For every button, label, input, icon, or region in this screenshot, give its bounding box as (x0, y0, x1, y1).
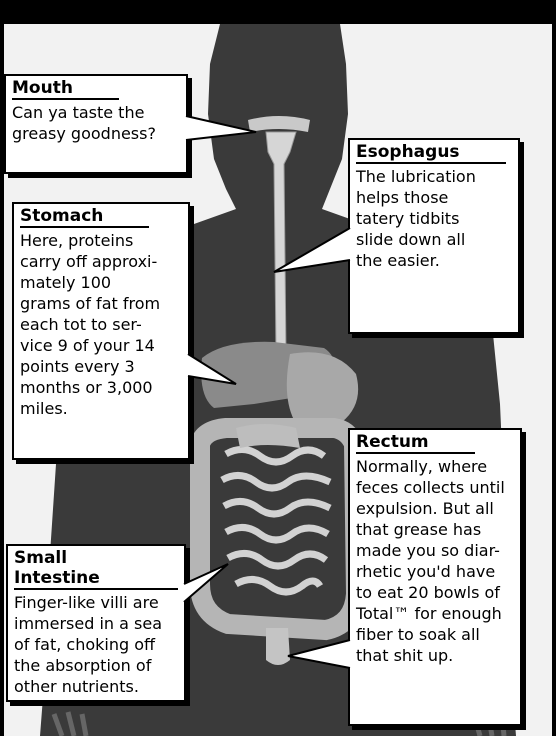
stomach-pointer (188, 354, 236, 384)
small-intestine-pointer (184, 564, 228, 602)
rectum-pointer (288, 640, 350, 668)
esophagus-pointer (274, 228, 350, 272)
mouth-pointer (186, 116, 256, 140)
callout-pointers (4, 24, 552, 736)
diagram-panel: Mouth Can ya taste the greasy goodness? … (4, 24, 552, 736)
